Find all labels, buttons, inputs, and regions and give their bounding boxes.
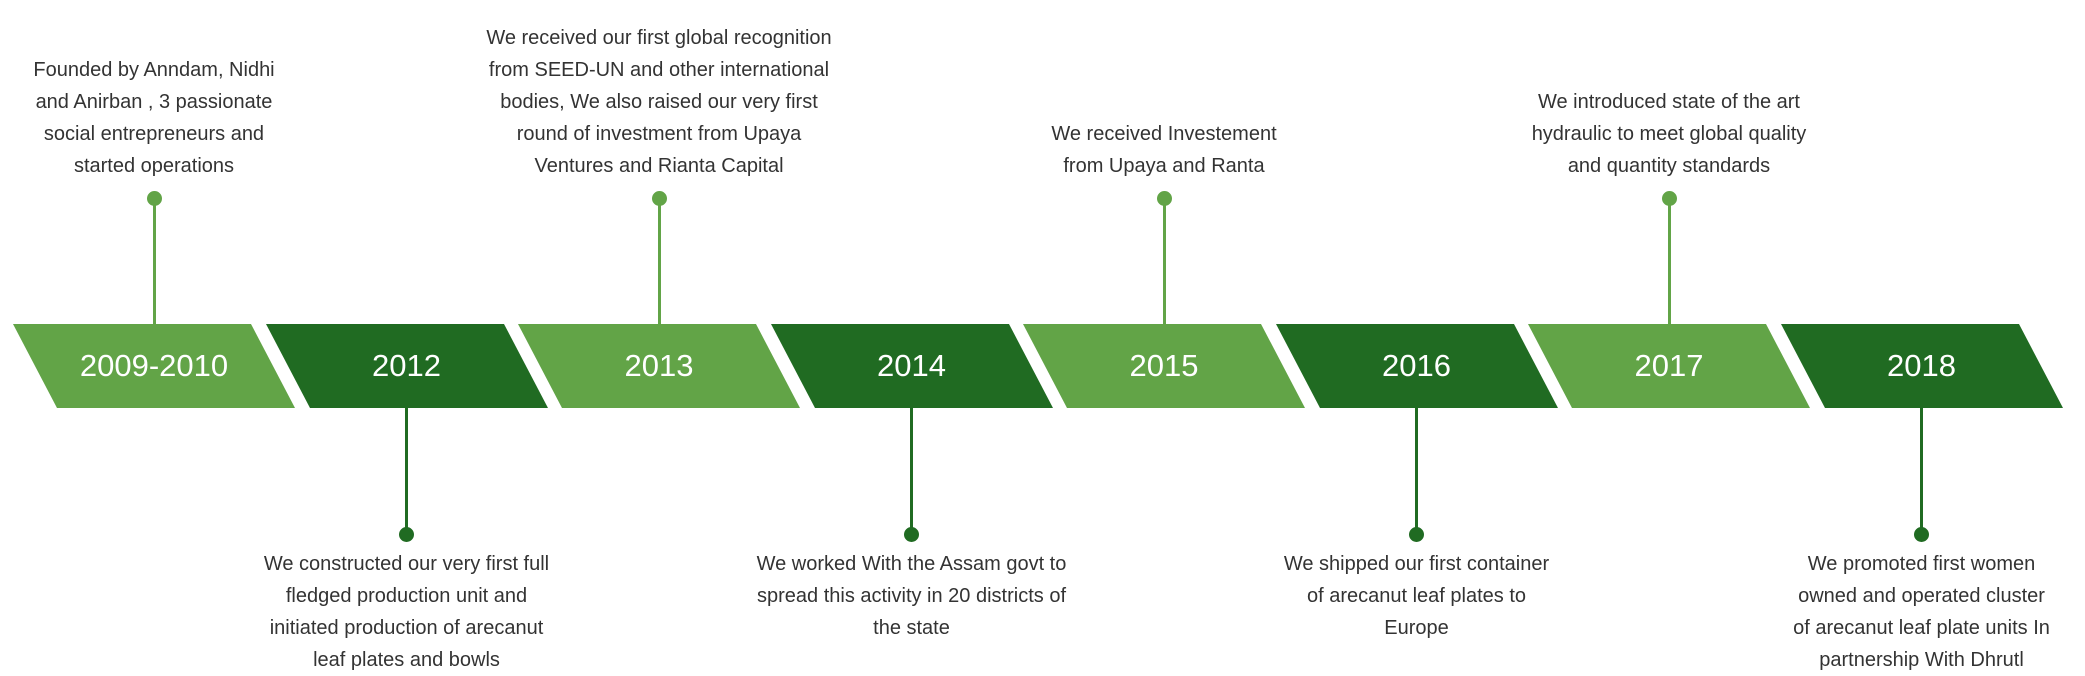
year-label: 2013	[518, 324, 800, 408]
milestone-description: We promoted first women owned and operat…	[1702, 548, 2085, 676]
milestone-dot	[1662, 191, 1677, 206]
milestone-description: We received our first global recognition…	[439, 22, 879, 182]
milestone-dot	[399, 527, 414, 542]
milestone-description: We introduced state of the art hydraulic…	[1449, 86, 1889, 182]
year-label: 2012	[266, 324, 548, 408]
year-label: 2014	[771, 324, 1053, 408]
milestone-description: We constructed our very first full fledg…	[187, 548, 627, 676]
year-label: 2018	[1781, 324, 2063, 408]
year-label: 2016	[1276, 324, 1558, 408]
timeline-segment: 2017	[1528, 324, 1810, 408]
timeline-segment: 2012	[266, 324, 548, 408]
connector-line	[1163, 198, 1166, 324]
connector-line	[1668, 198, 1671, 324]
timeline-segment: 2009-2010	[13, 324, 295, 408]
connector-line	[405, 408, 408, 534]
milestone-description: We shipped our first container of arecan…	[1197, 548, 1637, 644]
year-label: 2009-2010	[13, 324, 295, 408]
milestone-description: We worked With the Assam govt to spread …	[692, 548, 1132, 644]
connector-line	[910, 408, 913, 534]
milestone-dot	[1157, 191, 1172, 206]
connector-line	[1920, 408, 1923, 534]
milestone-dot	[147, 191, 162, 206]
milestone-dot	[1409, 527, 1424, 542]
connector-line	[1415, 408, 1418, 534]
timeline-segment: 2015	[1023, 324, 1305, 408]
year-label: 2015	[1023, 324, 1305, 408]
timeline-segment: 2018	[1781, 324, 2063, 408]
milestone-dot	[652, 191, 667, 206]
year-label: 2017	[1528, 324, 1810, 408]
milestone-dot	[904, 527, 919, 542]
connector-line	[658, 198, 661, 324]
timeline-segment: 2016	[1276, 324, 1558, 408]
milestone-description: Founded by Anndam, Nidhi and Anirban , 3…	[0, 54, 374, 182]
milestone-dot	[1914, 527, 1929, 542]
timeline-segment: 2014	[771, 324, 1053, 408]
connector-line	[153, 198, 156, 324]
timeline-segment: 2013	[518, 324, 800, 408]
milestone-description: We received Investement from Upaya and R…	[944, 118, 1384, 182]
